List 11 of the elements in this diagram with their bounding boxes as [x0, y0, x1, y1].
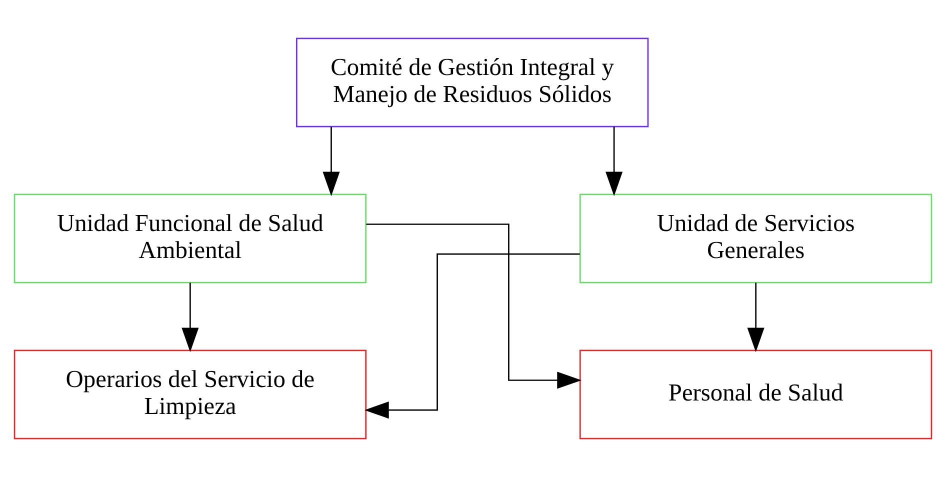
- arrow: [606, 126, 623, 196]
- node-box: Operarios del Servicio de Limpieza: [14, 350, 367, 440]
- node-box: Unidad de Servicios Generales: [579, 194, 932, 284]
- node-box: Unidad Funcional de Salud Ambiental: [14, 194, 367, 284]
- node-box: Comité de Gestión Integral y Manejo de Residuos Sólidos: [296, 38, 649, 128]
- node-box: Personal de Salud: [579, 350, 932, 440]
- arrow: [747, 282, 764, 352]
- arrow: [364, 253, 580, 419]
- arrow: [366, 224, 582, 389]
- arrow: [322, 126, 340, 196]
- arrow: [182, 282, 199, 352]
